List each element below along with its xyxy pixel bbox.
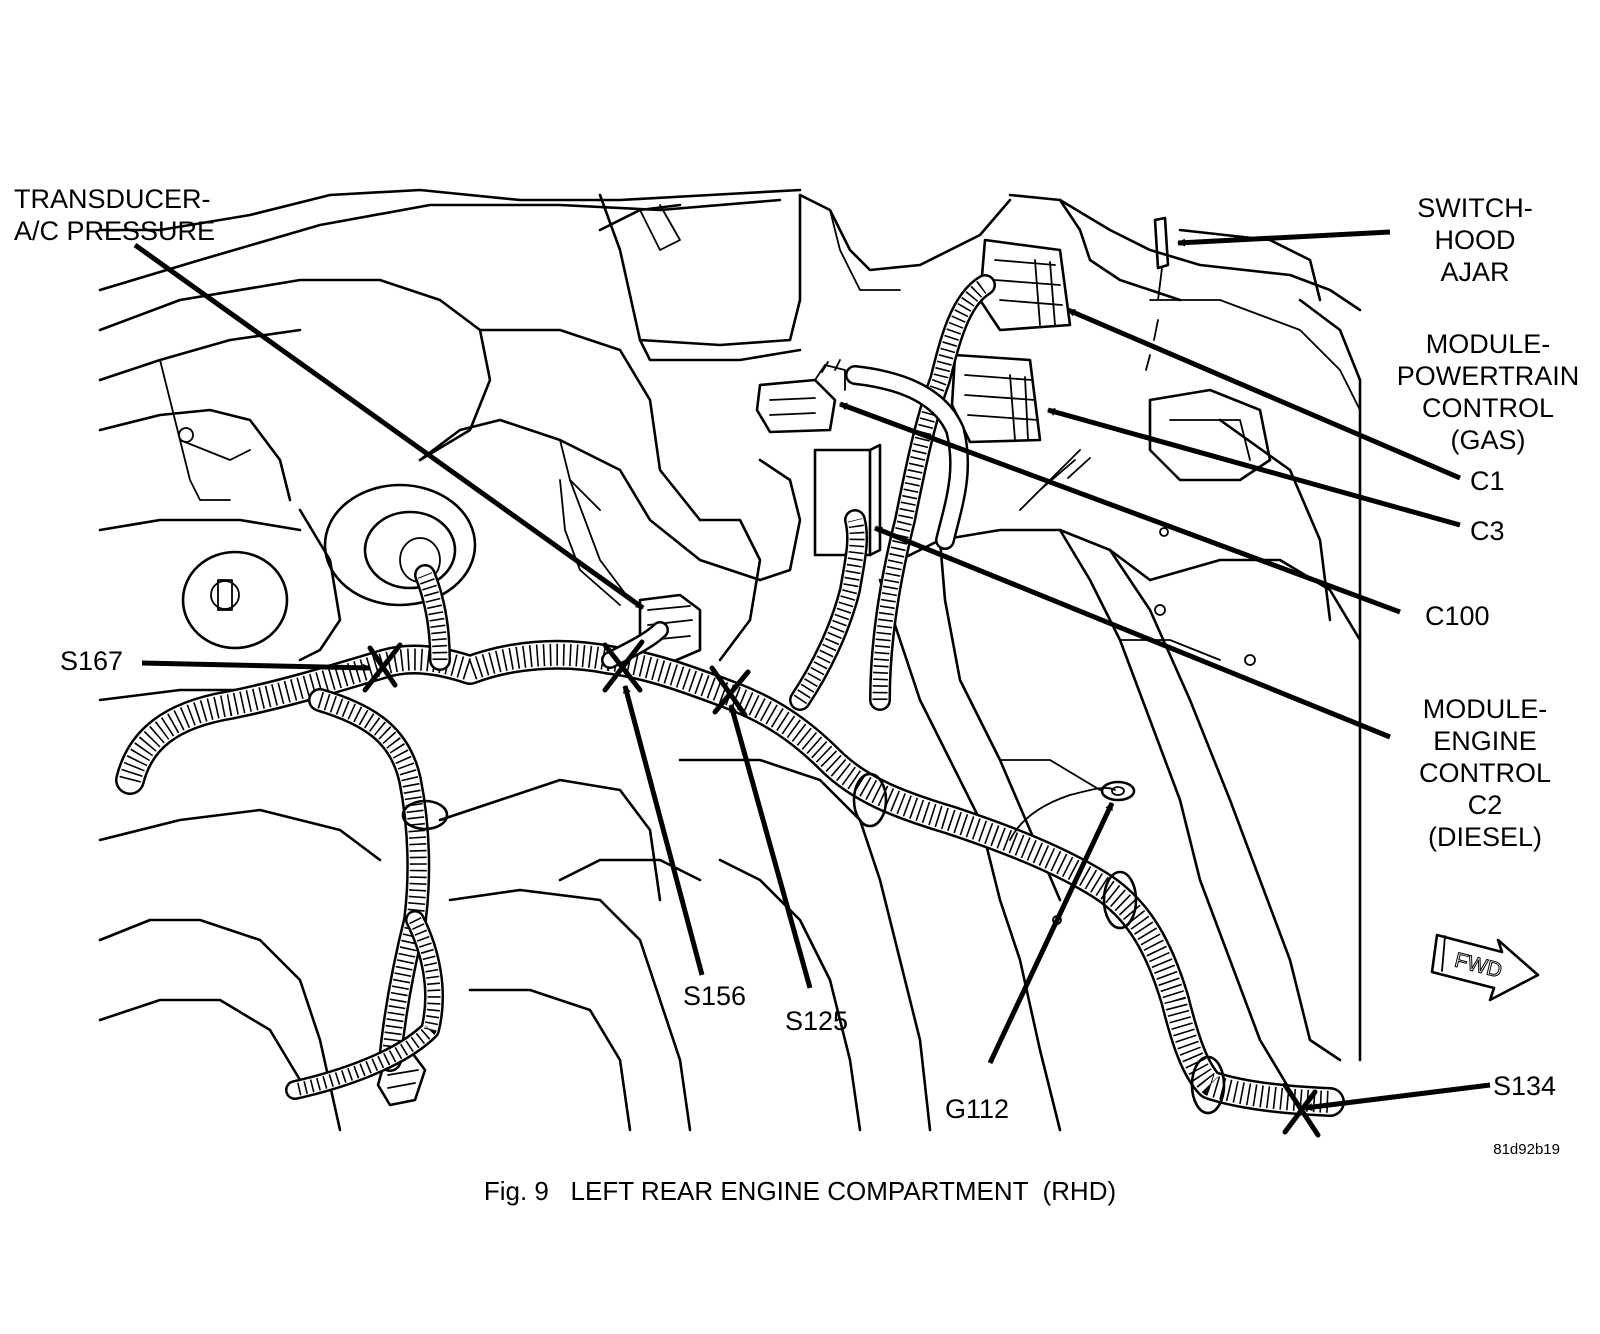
- leader-g112: [987, 801, 1115, 1065]
- label-line: POWERTRAIN: [1396, 361, 1580, 391]
- label-line: (DIESEL): [1427, 822, 1543, 852]
- leader-s125: [728, 704, 813, 989]
- reference-code: 81d92b19: [1493, 1141, 1560, 1158]
- label-line: ENGINE: [1433, 726, 1537, 756]
- label-module-powertrain-control: MODULE- POWERTRAIN CONTROL (GAS): [1388, 328, 1588, 456]
- label-transducer-ac-pressure: TRANSDUCER- A/C PRESSURE: [14, 183, 215, 247]
- label-line: (GAS): [1450, 425, 1526, 455]
- label-line: MODULE-: [1425, 329, 1551, 359]
- label-module-engine-control: MODULE- ENGINE CONTROL C2 (DIESEL): [1395, 693, 1575, 853]
- splice-x-s125: [709, 665, 751, 718]
- label-c1: C1: [1470, 466, 1505, 496]
- powertrain-connector-c3: [950, 353, 1042, 444]
- label-s134: S134: [1493, 1071, 1557, 1101]
- connector-c100: [755, 359, 846, 434]
- leader-transducer: [133, 242, 645, 611]
- splice-x-s156: [602, 639, 645, 693]
- label-line: MODULE-: [1422, 694, 1548, 724]
- leader-lines: [133, 229, 1491, 1112]
- label-line: CONTROL: [1421, 393, 1554, 423]
- leader-switch-hood: [1177, 229, 1391, 247]
- leader-module-engine: [874, 525, 1391, 740]
- label-g112: G112: [945, 1094, 1010, 1124]
- leader-s134: [1304, 1082, 1491, 1112]
- fwd-label: FWD: [1452, 949, 1504, 983]
- leader-c3: [1047, 407, 1461, 528]
- label-line: AJAR: [1440, 257, 1510, 287]
- label-c100: C100: [1425, 601, 1490, 631]
- leader-s167: [141, 660, 371, 672]
- label-line: C2: [1467, 790, 1503, 820]
- label-line: A/C PRESSURE: [14, 216, 216, 246]
- splice-x-s167: [362, 642, 403, 693]
- leader-c100: [839, 401, 1401, 615]
- label-s167: S167: [60, 646, 124, 676]
- leader-c1: [1067, 307, 1461, 481]
- label-line: SWITCH-: [1417, 193, 1533, 223]
- label-line: TRANSDUCER-: [14, 184, 211, 214]
- label-s125: S125: [785, 1006, 849, 1036]
- figure-caption: Fig. 9 LEFT REAR ENGINE COMPARTMENT (RHD…: [483, 1176, 1117, 1206]
- label-s156: S156: [683, 981, 747, 1011]
- label-line: HOOD: [1434, 225, 1516, 255]
- wiring-harness: [115, 274, 1345, 1117]
- transducer-ac-pressure: [559, 479, 702, 667]
- label-line: CONTROL: [1418, 758, 1551, 788]
- leader-s156: [622, 685, 705, 976]
- splice-markers: [362, 639, 1321, 1138]
- splice-x-s134: [1282, 1082, 1321, 1138]
- label-switch-hood-ajar: SWITCH- HOOD AJAR: [1400, 192, 1550, 288]
- forward-direction-arrow: FWD: [1430, 933, 1540, 1002]
- label-c3: C3: [1470, 516, 1505, 546]
